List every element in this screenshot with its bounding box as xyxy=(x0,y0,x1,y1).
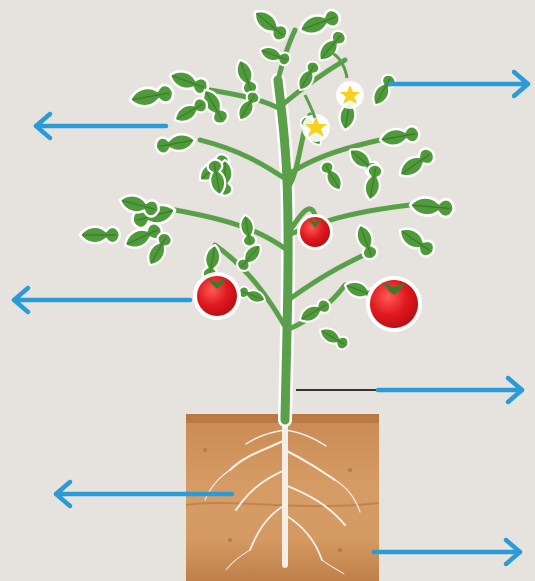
pointer-lines xyxy=(96,125,378,390)
tomato-fruit xyxy=(366,276,422,332)
tomato-fruit xyxy=(193,272,241,320)
arrow-icon xyxy=(378,378,522,402)
arrow-icon xyxy=(374,540,520,564)
tomato-fruit xyxy=(297,214,333,250)
stems xyxy=(175,30,410,420)
arrow-icon xyxy=(14,288,190,312)
arrow-icon xyxy=(390,72,528,96)
arrow-icon xyxy=(36,114,166,138)
